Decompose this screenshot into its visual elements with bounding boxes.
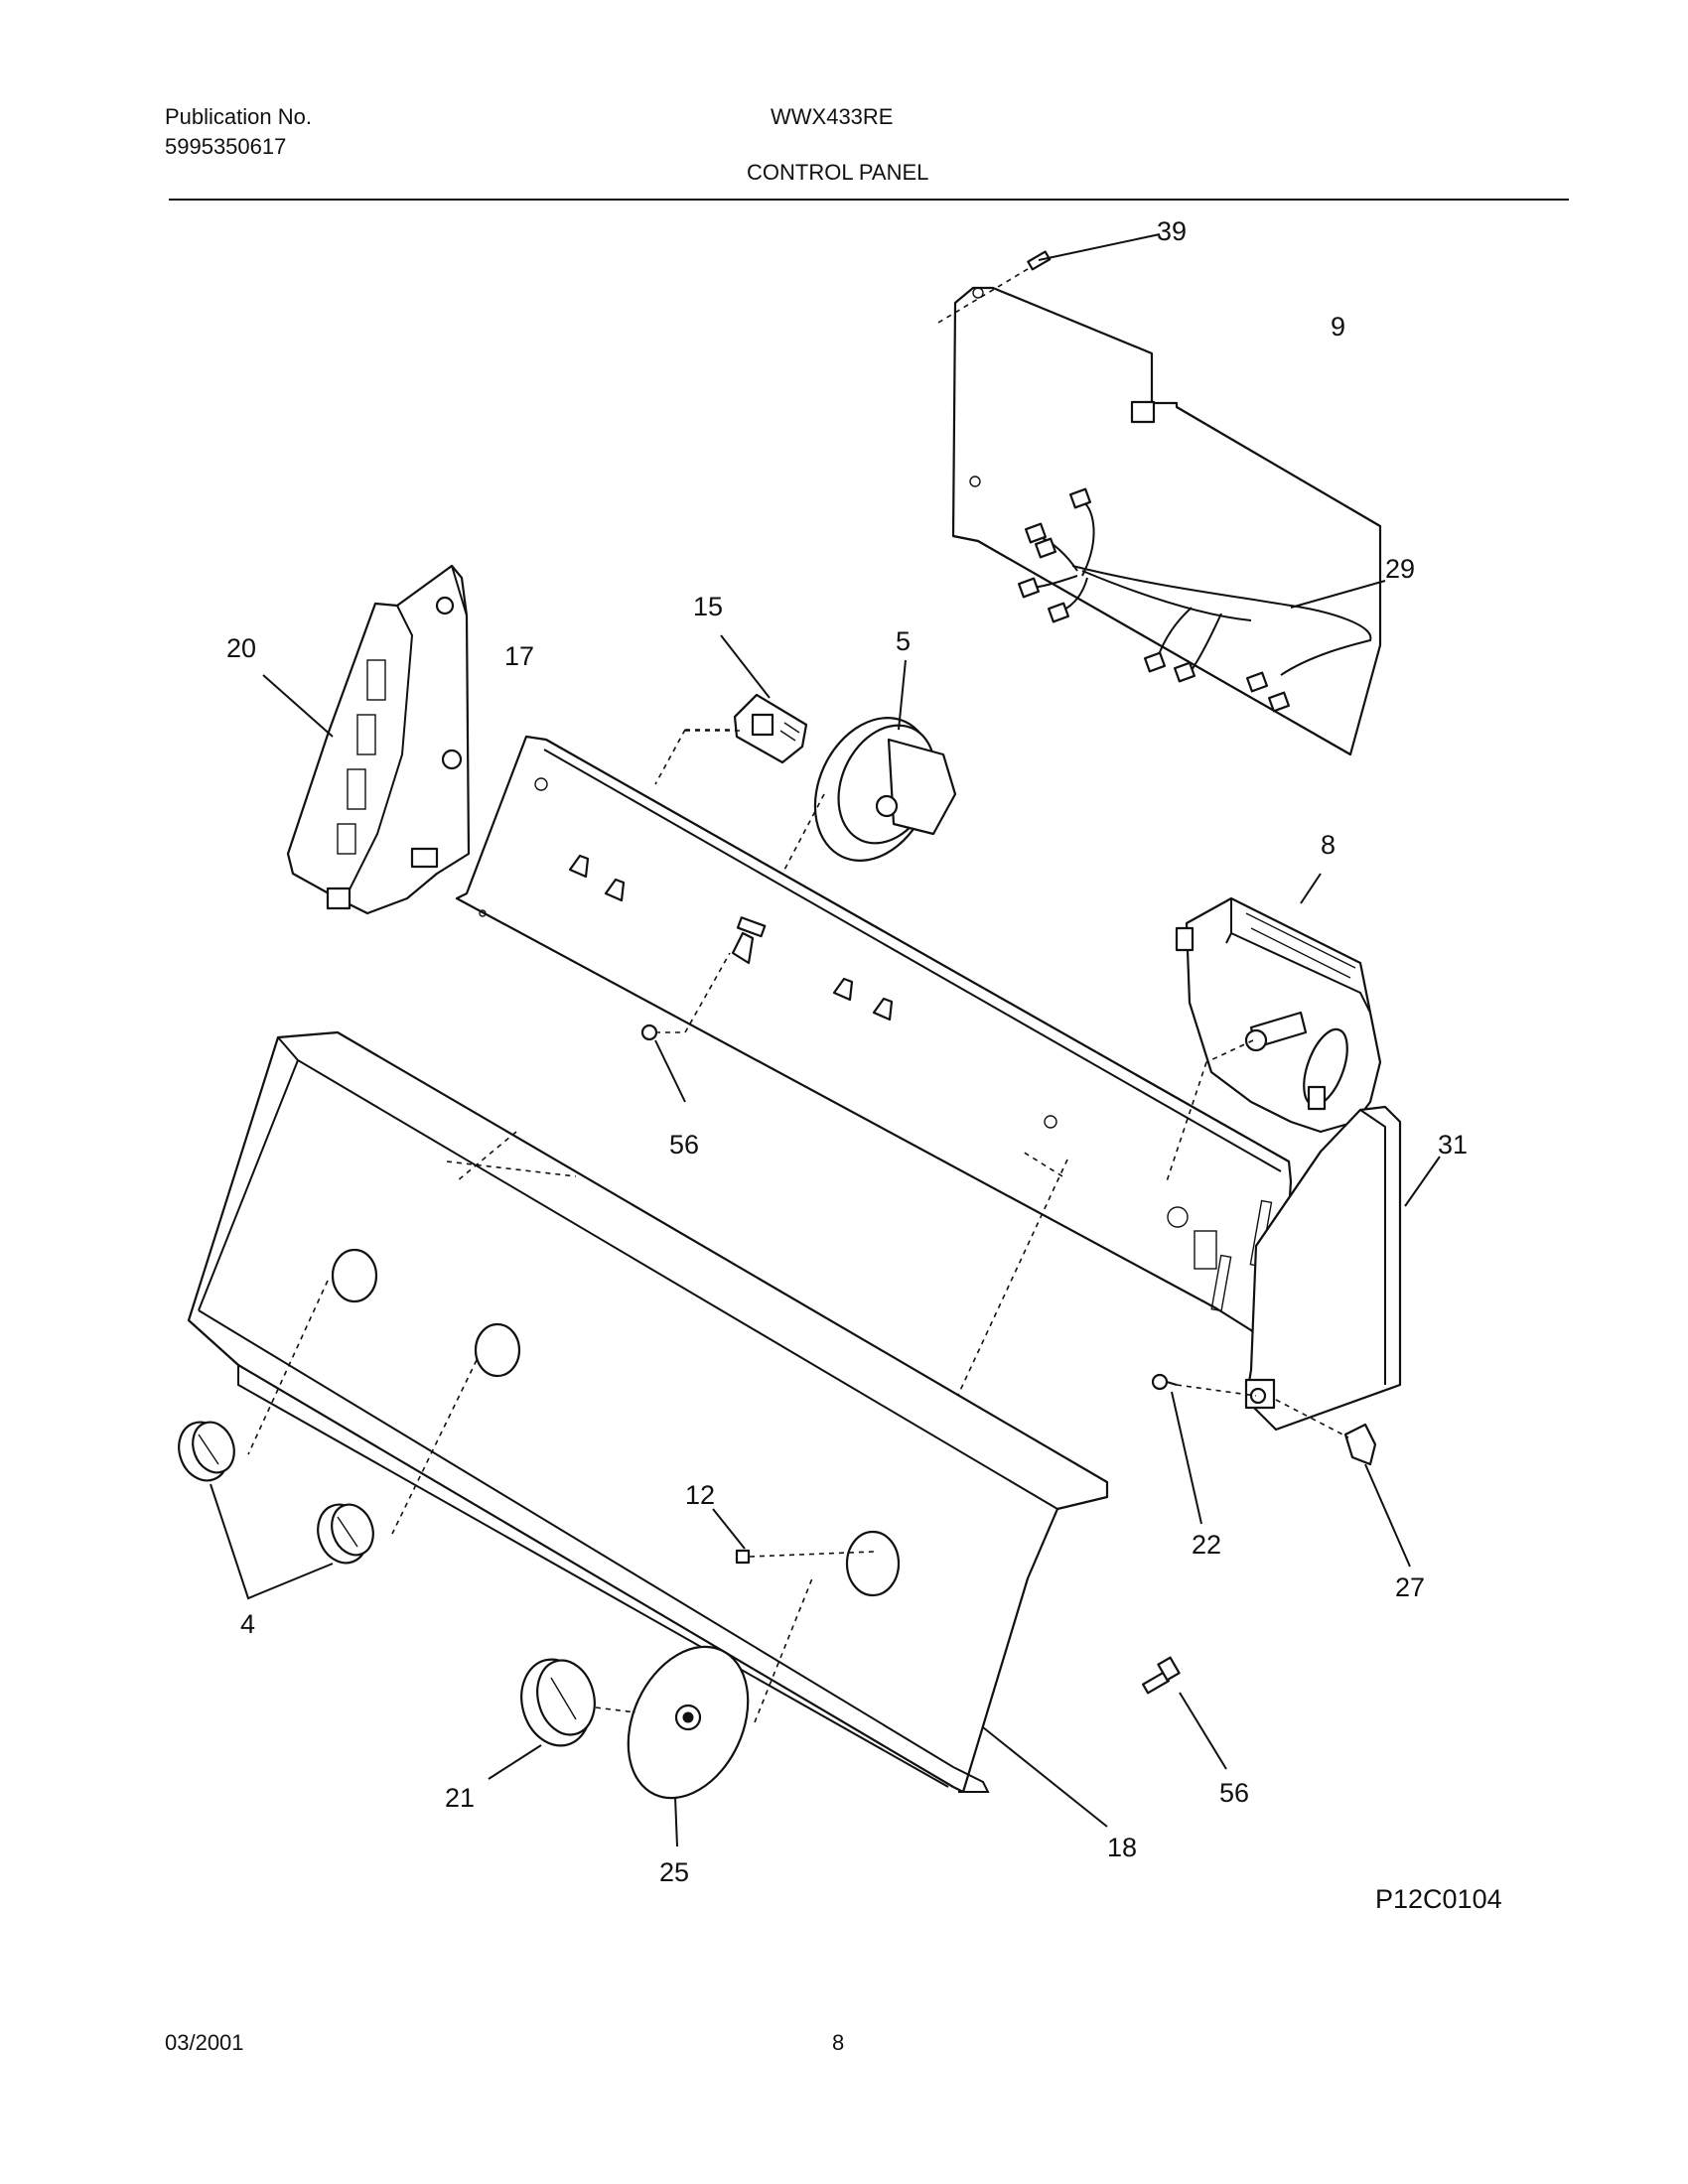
header-rule — [169, 199, 1569, 201]
publication-label: Publication No. — [165, 104, 312, 129]
part-15-switch — [720, 634, 808, 764]
part-21-knob — [488, 1658, 596, 1780]
part-8-timer — [1175, 873, 1382, 1134]
callout-56-upper: 56 — [669, 1130, 699, 1160]
part-18-console — [187, 1030, 1109, 1828]
model-number: WWX433RE — [771, 104, 894, 129]
callout-9: 9 — [1331, 312, 1345, 341]
callout-8: 8 — [1321, 830, 1336, 860]
part-4-knobs — [178, 1421, 374, 1600]
callout-15: 15 — [693, 592, 723, 621]
part-29-wire-harness — [1017, 487, 1386, 713]
drawing-code: P12C0104 — [1375, 1884, 1502, 1914]
part-12-screw — [712, 1508, 875, 1565]
callout-39: 39 — [1157, 216, 1187, 246]
part-56-screw-upper — [640, 952, 731, 1103]
part-31-right-end-cap — [1244, 1105, 1441, 1432]
callout-25: 25 — [659, 1857, 689, 1887]
callout-12: 12 — [685, 1480, 715, 1510]
callout-20: 20 — [226, 633, 256, 663]
callout-31: 31 — [1438, 1130, 1468, 1160]
callout-17: 17 — [504, 641, 534, 671]
callout-29: 29 — [1385, 554, 1415, 584]
part-5-pressure-switch — [813, 659, 957, 862]
callout-22: 22 — [1192, 1530, 1221, 1560]
publication-date: 03/2001 — [165, 2030, 244, 2055]
part-25-dial-skirt — [595, 1577, 813, 1847]
callout-4: 4 — [240, 1609, 255, 1639]
publication-number: 5995350617 — [165, 134, 287, 159]
callout-21: 21 — [445, 1783, 475, 1813]
page-number: 8 — [832, 2030, 845, 2055]
part-56-screw-lower — [1142, 1656, 1227, 1770]
section-title: CONTROL PANEL — [747, 160, 929, 185]
part-22-screw — [1151, 1373, 1257, 1525]
callout-5: 5 — [896, 626, 911, 656]
part-9-rear-panel — [937, 259, 1382, 756]
part-20-left-end-cap — [262, 564, 471, 915]
callout-18: 18 — [1107, 1833, 1137, 1862]
part-39-screw — [1027, 233, 1161, 271]
part-27-clip — [1275, 1399, 1411, 1568]
callout-56-lower: 56 — [1219, 1778, 1249, 1808]
callout-27: 27 — [1395, 1572, 1425, 1602]
